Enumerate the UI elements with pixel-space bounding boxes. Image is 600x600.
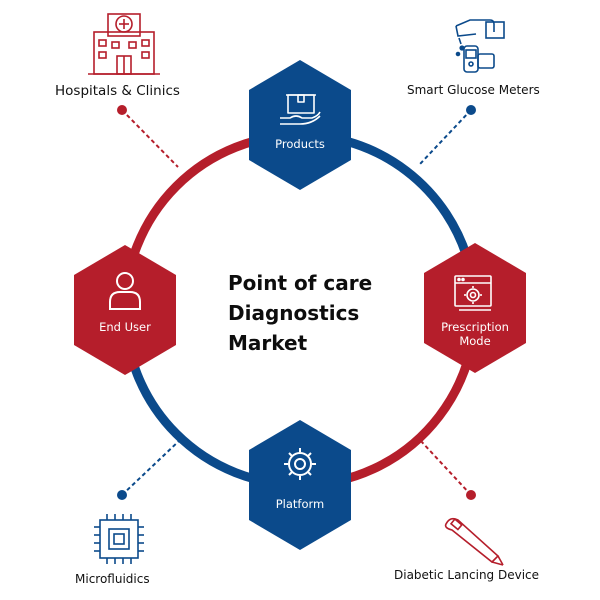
title-line-1: Point of care	[228, 271, 373, 295]
settings-window-icon	[454, 275, 492, 311]
segment-label-end-user: End User	[99, 320, 151, 334]
segment-label-products: Products	[275, 137, 325, 151]
gear-icon	[284, 448, 316, 480]
connector-dot-lancing	[466, 490, 476, 500]
diagram-title: Point of care Diagnostics Market	[228, 268, 398, 358]
microchip-icon	[94, 514, 144, 564]
connector-dot-glucose	[466, 105, 476, 115]
thermometer-icon	[444, 517, 504, 566]
connector-lancing	[419, 439, 472, 496]
hexagon-platform	[249, 420, 351, 550]
connector-dot-microfluidics	[117, 490, 127, 500]
hospital-icon	[88, 13, 160, 75]
segment-label-prescription-line-2: Mode	[459, 334, 491, 348]
segment-label-prescription-mode: Prescription Mode	[424, 320, 526, 348]
connector-microfluidics	[121, 439, 181, 496]
title-line-3: Market	[228, 331, 308, 355]
connectors	[121, 109, 472, 496]
segment-label-platform: Platform	[275, 497, 325, 511]
connector-hospitals	[121, 109, 179, 168]
hexagon-products	[249, 60, 351, 190]
outer-label-glucose: Smart Glucose Meters	[407, 83, 540, 97]
title-line-2: Diagnostics	[228, 301, 360, 325]
connector-glucose	[419, 109, 472, 165]
outer-label-hospitals: Hospitals & Clinics	[55, 83, 180, 99]
outer-label-microfluidics: Microfluidics	[75, 572, 150, 586]
outer-label-lancing: Diabetic Lancing Device	[394, 568, 540, 582]
segment-label-prescription-line-1: Prescription	[441, 320, 509, 334]
connector-dot-hospitals	[117, 105, 127, 115]
glucose-meter-icon	[455, 19, 505, 73]
user-icon	[109, 272, 141, 310]
hexagon-prescription-mode	[424, 243, 526, 373]
box-hand-icon	[280, 94, 321, 125]
